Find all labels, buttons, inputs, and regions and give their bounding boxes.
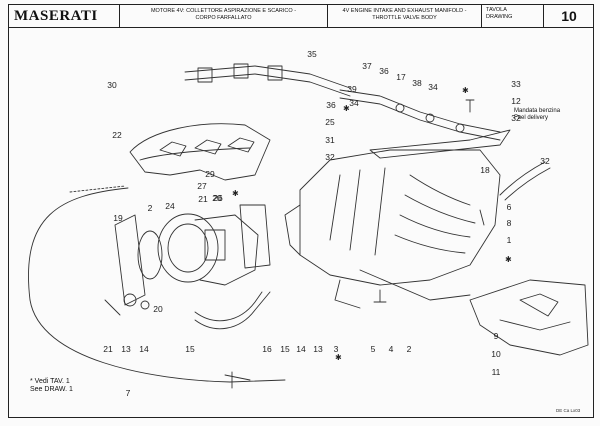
- part-label: 14: [139, 344, 149, 354]
- part-label: 12: [511, 96, 521, 106]
- part-label: 5: [370, 344, 376, 354]
- svg-text:✱: ✱: [232, 189, 239, 198]
- part-label: 29: [205, 169, 215, 179]
- part-label: 17: [396, 72, 406, 82]
- part-label: 6: [506, 202, 512, 212]
- drawing-label: TAVOLA DRAWING: [482, 4, 544, 28]
- svg-text:✱: ✱: [335, 353, 342, 362]
- title-block: MASERATI MOTORE 4V: COLLETTORE ASPIRAZIO…: [8, 4, 594, 28]
- part-label: 30: [107, 80, 117, 90]
- part-label: 20: [153, 304, 163, 314]
- part-label: 18: [480, 165, 490, 175]
- part-label: 31: [325, 135, 335, 145]
- part-label: 38: [412, 78, 422, 88]
- part-label: 19: [113, 213, 123, 223]
- part-label: 24: [165, 201, 175, 211]
- fuel-delivery-label: Mandata benzina Fuel delivery: [514, 108, 561, 121]
- part-label: 33: [511, 79, 521, 89]
- part-label: 1: [506, 235, 512, 245]
- drawing-frame: [8, 4, 594, 418]
- part-label: 15: [185, 344, 195, 354]
- svg-text:✱: ✱: [462, 86, 469, 95]
- part-label: 14: [296, 344, 306, 354]
- part-label: 2: [147, 203, 153, 213]
- part-label: 26: [213, 193, 223, 203]
- fuel-hose-right: [499, 161, 546, 196]
- exhaust-manifold-right: [469, 279, 589, 356]
- svg-text:✱: ✱: [505, 255, 512, 264]
- part-label: 32: [325, 152, 335, 162]
- title-italian: MOTORE 4V: COLLETTORE ASPIRAZIONE E SCAR…: [120, 4, 328, 28]
- part-label: 4: [388, 344, 394, 354]
- part-label: 34: [349, 98, 359, 108]
- accelerator-cable: [28, 187, 286, 383]
- fuel-rail-assembly: [184, 63, 511, 159]
- part-label: 11: [491, 367, 501, 377]
- part-label: 7: [125, 388, 131, 398]
- part-label: 37: [362, 61, 372, 71]
- throttle-body: [114, 204, 271, 306]
- intake-manifold: [284, 149, 501, 309]
- footer-code: DE Ca Lx03: [556, 408, 581, 413]
- part-label: 3: [333, 344, 339, 354]
- part-label: 36: [326, 100, 336, 110]
- exhaust-manifold-left: [129, 123, 271, 181]
- part-label: 34: [428, 82, 438, 92]
- part-label: 27: [197, 181, 207, 191]
- part-label: 2: [406, 344, 412, 354]
- part-label: 25: [325, 117, 335, 127]
- part-label: 8: [506, 218, 512, 228]
- part-label: 13: [121, 344, 131, 354]
- part-label: 32: [511, 113, 521, 123]
- part-label: 20: [212, 193, 222, 203]
- part-label: 15: [280, 344, 290, 354]
- part-label: 32: [540, 156, 550, 166]
- svg-text:✱: ✱: [343, 104, 350, 113]
- part-label: 36: [379, 66, 389, 76]
- part-label: 35: [307, 49, 317, 59]
- part-label: 16: [262, 344, 272, 354]
- part-label: 22: [112, 130, 122, 140]
- part-label: 9: [493, 331, 499, 341]
- part-label: 10: [491, 349, 501, 359]
- part-label: 39: [347, 84, 357, 94]
- brand-logo: MASERATI: [8, 4, 120, 28]
- see-drawing-note: * Vedi TAV. 1 See DRAW. 1: [30, 378, 73, 393]
- part-label: 21: [198, 194, 208, 204]
- part-label: 13: [313, 344, 323, 354]
- title-english: 4V ENGINE INTAKE AND EXHAUST MANIFOLD - …: [328, 4, 482, 28]
- part-label: 21: [103, 344, 113, 354]
- coolant-hose: [194, 291, 271, 330]
- drawing-number: 10: [561, 8, 577, 24]
